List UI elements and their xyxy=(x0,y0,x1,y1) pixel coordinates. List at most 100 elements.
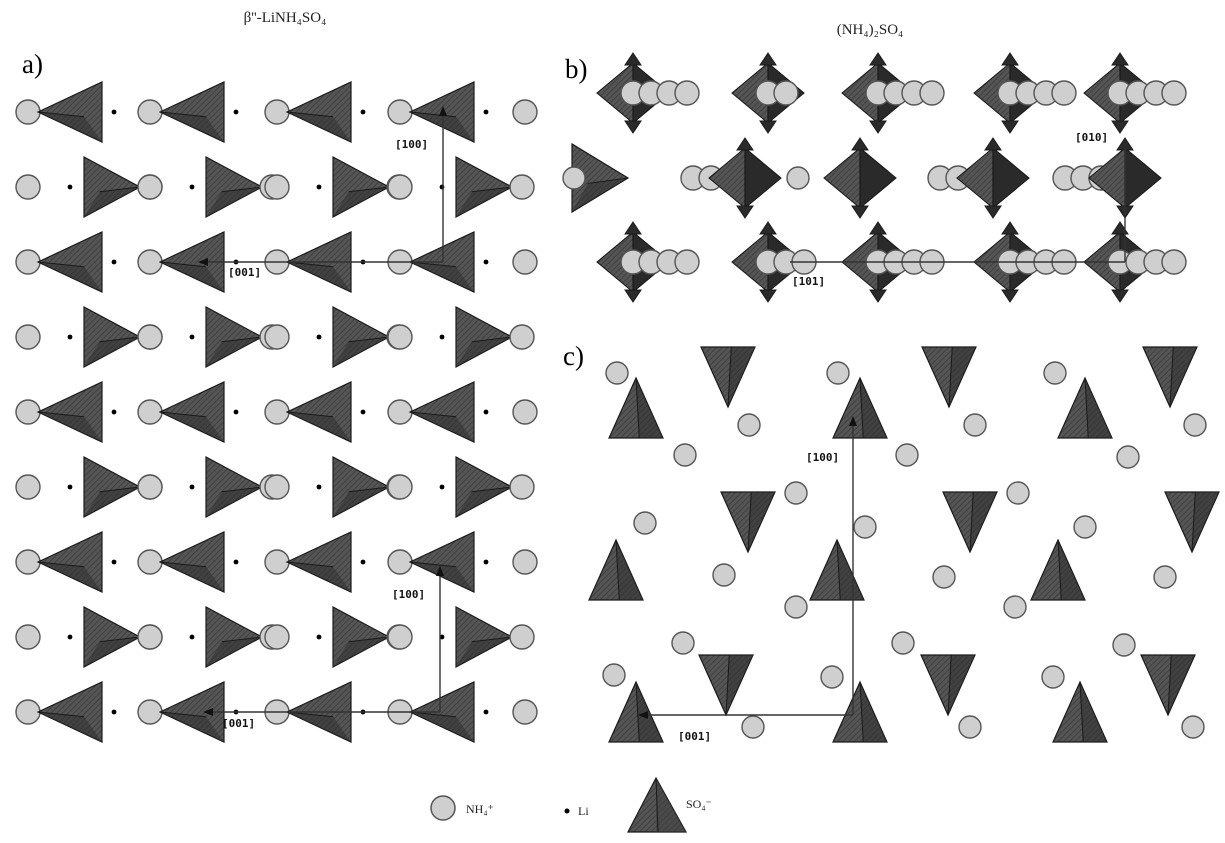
legend-li-dot xyxy=(564,808,570,814)
li-ion xyxy=(483,559,489,565)
li-ion xyxy=(483,709,489,715)
so4-tetrahedron xyxy=(205,155,264,219)
nh4-ion xyxy=(919,80,945,106)
nh4-ion xyxy=(387,474,413,500)
nh4-ion xyxy=(15,99,41,125)
nh4-ion xyxy=(509,474,535,500)
so4-tetrahedron xyxy=(83,455,142,519)
nh4-ion xyxy=(137,474,163,500)
axis-arrowhead xyxy=(436,566,444,576)
nh4-ion xyxy=(958,715,982,739)
so4-tetrahedron xyxy=(205,305,264,369)
so4-tetrahedron xyxy=(332,155,391,219)
so4-tetrahedron xyxy=(83,155,142,219)
axis-label-c-c: [100] xyxy=(806,451,839,464)
li-ion xyxy=(483,259,489,265)
axis-arrowhead xyxy=(849,416,857,426)
axis-label-a-bot-a: [001] xyxy=(222,717,255,730)
li-ion xyxy=(233,409,239,415)
nh4-ion xyxy=(15,399,41,425)
nh4-ion xyxy=(15,549,41,575)
so4-tetrahedron xyxy=(83,605,142,669)
nh4-ion xyxy=(512,249,538,275)
li-ion xyxy=(316,634,322,640)
axis-label-a-bot-c: [100] xyxy=(392,588,425,601)
nh4-ion xyxy=(1181,715,1205,739)
so4-tetrahedron xyxy=(408,381,475,443)
panel-b-label: b) xyxy=(565,54,588,84)
li-ion xyxy=(111,259,117,265)
li-ion xyxy=(316,184,322,190)
nh4-ion xyxy=(786,166,810,190)
so4-tetrahedron xyxy=(158,81,225,143)
nh4-ion xyxy=(137,399,163,425)
nh4-ion xyxy=(853,515,877,539)
so4-tetrahedron xyxy=(1142,346,1198,409)
unit-cell-axes xyxy=(198,106,1126,719)
axis-arrowhead xyxy=(439,106,447,116)
so4-tetrahedron xyxy=(285,531,352,593)
li-ion xyxy=(439,484,445,490)
li-ion xyxy=(67,334,73,340)
axis-arrowhead xyxy=(203,708,213,716)
panel-c-label: c) xyxy=(563,341,584,371)
panel-c-structure xyxy=(588,346,1220,743)
nh4-ion xyxy=(1153,565,1177,589)
nh4-ion xyxy=(15,474,41,500)
li-ion xyxy=(316,484,322,490)
so4-tetrahedron xyxy=(36,531,103,593)
panel-a-structure xyxy=(15,81,538,743)
nh4-ion xyxy=(264,324,290,350)
nh4-ion xyxy=(512,99,538,125)
nh4-ion xyxy=(895,443,919,467)
nh4-ion xyxy=(137,99,163,125)
nh4-ion xyxy=(1161,80,1187,106)
so4-tetrahedron xyxy=(455,155,514,219)
li-ion xyxy=(360,109,366,115)
nh4-ion xyxy=(891,631,915,655)
nh4-ion xyxy=(820,665,844,689)
nh4-ion xyxy=(826,361,850,385)
nh4-ion xyxy=(712,563,736,587)
so4-tetrahedron xyxy=(83,305,142,369)
so4-tetrahedron xyxy=(36,681,103,743)
panel-a-label: a) xyxy=(22,49,43,79)
axis-label-a-top-a: [001] xyxy=(228,266,261,279)
nh4-ion xyxy=(512,399,538,425)
nh4-ion xyxy=(387,399,413,425)
axis-label-b-b: [010] xyxy=(1075,131,1108,144)
nh4-ion xyxy=(387,99,413,125)
nh4-ion xyxy=(15,324,41,350)
so4-tetrahedron xyxy=(408,531,475,593)
title-ammonium-sulfate: (NH₄)₂SO₄ xyxy=(837,22,904,38)
nh4-ion xyxy=(633,511,657,535)
nh4-ion xyxy=(137,624,163,650)
nh4-ion xyxy=(15,699,41,725)
nh4-ion xyxy=(773,80,799,106)
so4-tetrahedron xyxy=(1140,654,1196,717)
li-ion xyxy=(360,409,366,415)
li-ion xyxy=(67,184,73,190)
li-ion xyxy=(233,559,239,565)
nh4-ion xyxy=(137,699,163,725)
nh4-ion xyxy=(264,174,290,200)
nh4-ion xyxy=(562,166,586,190)
so4-tetrahedron xyxy=(408,681,475,743)
nh4-ion xyxy=(1041,665,1065,689)
nh4-ion xyxy=(674,80,700,106)
li-ion xyxy=(111,709,117,715)
so4-tetrahedron xyxy=(921,346,977,409)
title-beta-lithium-ammonium-sulfate: β''-LiNH₄SO₄ xyxy=(244,10,327,26)
so4-tetrahedron xyxy=(1030,538,1086,601)
nh4-ion xyxy=(137,324,163,350)
so4-tetrahedron xyxy=(832,680,888,743)
nh4-ion xyxy=(509,624,535,650)
li-ion xyxy=(439,634,445,640)
axis-label-a-top-c: [100] xyxy=(395,138,428,151)
so4-tetrahedron xyxy=(809,538,865,601)
li-ion xyxy=(483,109,489,115)
so4-tetrahedron xyxy=(608,376,664,439)
nh4-ion xyxy=(264,474,290,500)
nh4-ion xyxy=(741,715,765,739)
nh4-ion xyxy=(15,624,41,650)
